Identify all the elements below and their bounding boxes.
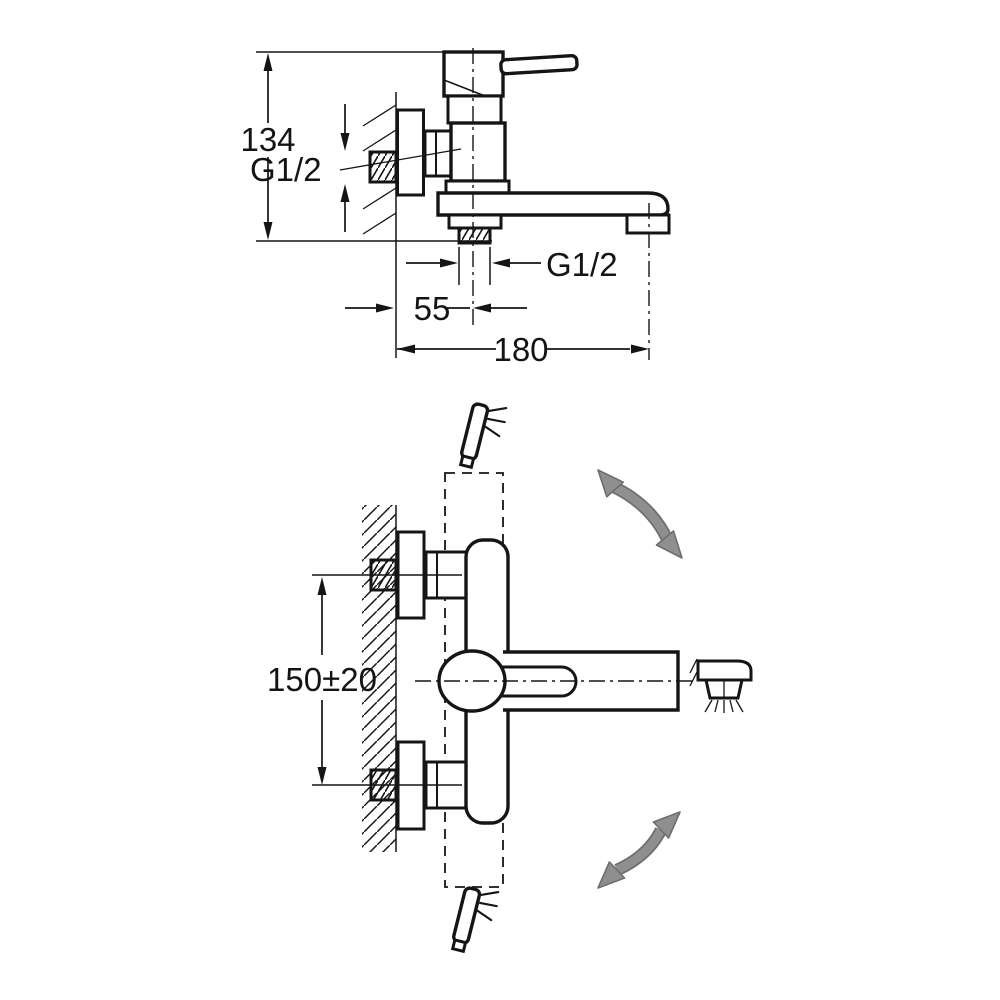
spray-lines	[704, 699, 744, 713]
dim-150-label: 150±20	[267, 661, 377, 698]
dim-150: 150±20	[267, 577, 377, 785]
wall-hatch-marks	[362, 104, 397, 235]
mixer-body	[449, 121, 507, 183]
inlet-leader-line	[339, 148, 462, 171]
dim-inlet-thread: G1/2	[250, 104, 462, 232]
cartridge-collar	[446, 94, 503, 125]
dim-g12-inlet-label: G1/2	[250, 151, 322, 188]
dim-134-label: 134	[240, 121, 295, 158]
swivel-arrow-top-icon	[597, 469, 683, 559]
dim-180: 180	[397, 331, 649, 368]
drawing-root: 134 G1/2 G1/2	[240, 48, 753, 954]
spray-lines	[484, 406, 508, 438]
body-flange	[444, 179, 511, 195]
dim-134: 134	[240, 51, 492, 242]
dim-outlet-thread: G1/2	[406, 246, 618, 285]
shower-spray-head-icon	[689, 658, 753, 713]
swivel-arrow-bottom-icon	[597, 811, 681, 889]
spray-lines	[476, 890, 500, 922]
hand-shower-wand-bottom-icon	[450, 886, 500, 954]
handle-detail-line	[443, 79, 486, 97]
outlet-step	[447, 213, 503, 230]
dim-55: 55	[345, 290, 527, 327]
front-view: 150±20	[267, 402, 753, 954]
side-view: 134 G1/2 G1/2	[240, 48, 671, 368]
escutcheon	[396, 108, 425, 197]
spout-aerator	[625, 213, 671, 235]
dim-180-label: 180	[493, 331, 548, 368]
hand-shower-wand-top-icon	[458, 402, 508, 470]
dim-g12-outlet-label: G1/2	[546, 246, 618, 283]
lever-handle	[499, 53, 579, 76]
dim-55-label: 55	[414, 290, 451, 327]
inlet-thread-nipple	[368, 150, 398, 184]
outlet-thread-nipple	[457, 226, 492, 245]
